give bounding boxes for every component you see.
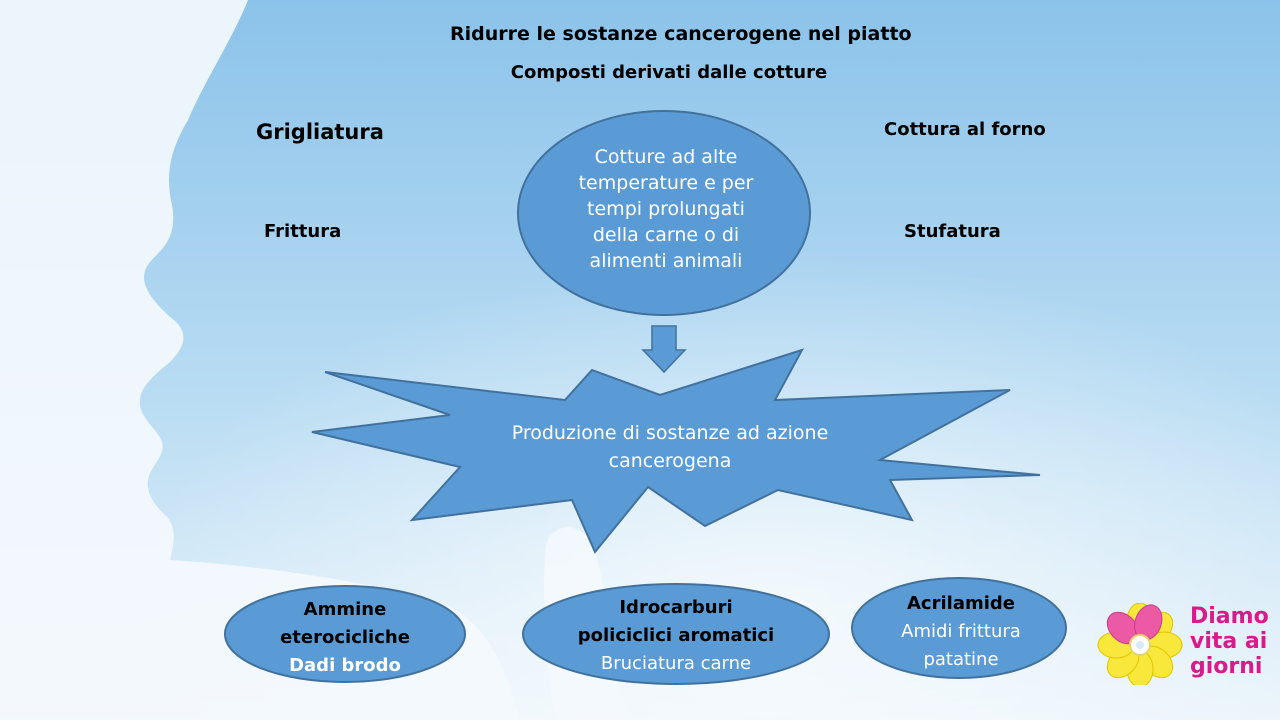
oval-3-text: Acrilamide Amidi frittura patatine [856, 590, 1066, 674]
logo-text: Diamo vita ai giorni [1190, 604, 1280, 679]
logo-line: vita ai [1190, 629, 1268, 654]
center-line: Cotture ad alte [594, 146, 738, 168]
oval-heading: Acrilamide [907, 593, 1015, 614]
center-ellipse-text: Cotture ad alte temperature e per tempi … [540, 144, 792, 274]
star-burst-text: Produzione di sostanze ad azione cancero… [470, 419, 870, 475]
oval-heading: policiclici aromatici [577, 625, 775, 646]
oval-heading: eterocicliche [280, 627, 410, 648]
method-frittura: Frittura [264, 221, 342, 242]
oval-3 [851, 577, 1067, 679]
center-line: della carne o di [592, 224, 740, 246]
oval-detail: patatine [923, 649, 999, 670]
page-title: Ridurre le sostanze cancerogene nel piat… [450, 23, 912, 45]
oval-2 [522, 583, 830, 685]
center-line: temperature e per [578, 172, 754, 194]
oval-detail: Bruciatura carne [600, 653, 752, 674]
oval-heading: Ammine [303, 599, 387, 620]
oval-heading: Idrocarburi [619, 597, 733, 618]
star-burst [311, 348, 1041, 554]
center-line: tempi prolungati [587, 198, 745, 220]
star-line: cancerogena [608, 450, 732, 472]
method-grigliatura: Grigliatura [256, 120, 384, 144]
down-arrow [641, 325, 687, 374]
center-line: alimenti animali [589, 250, 743, 272]
silhouette-shape [0, 0, 520, 720]
method-cottura-forno: Cottura al forno [884, 119, 1046, 140]
method-stufatura: Stufatura [904, 221, 1001, 242]
logo-line: giorni [1190, 654, 1263, 679]
oval-detail: Amidi frittura [901, 621, 1021, 642]
center-ellipse [517, 110, 811, 316]
oval-1-text: Ammine eterocicliche Dadi brodo [230, 596, 460, 680]
logo-line: Diamo [1190, 604, 1269, 629]
page-subtitle: Composti derivati dalle cotture [510, 62, 828, 83]
oval-1 [224, 585, 466, 683]
oval-detail: Dadi brodo [289, 655, 401, 676]
star-line: Produzione di sostanze ad azione [511, 422, 829, 444]
flower-logo-icon [1097, 603, 1183, 685]
oval-2-text: Idrocarburi policiclici aromatici Brucia… [528, 594, 824, 678]
